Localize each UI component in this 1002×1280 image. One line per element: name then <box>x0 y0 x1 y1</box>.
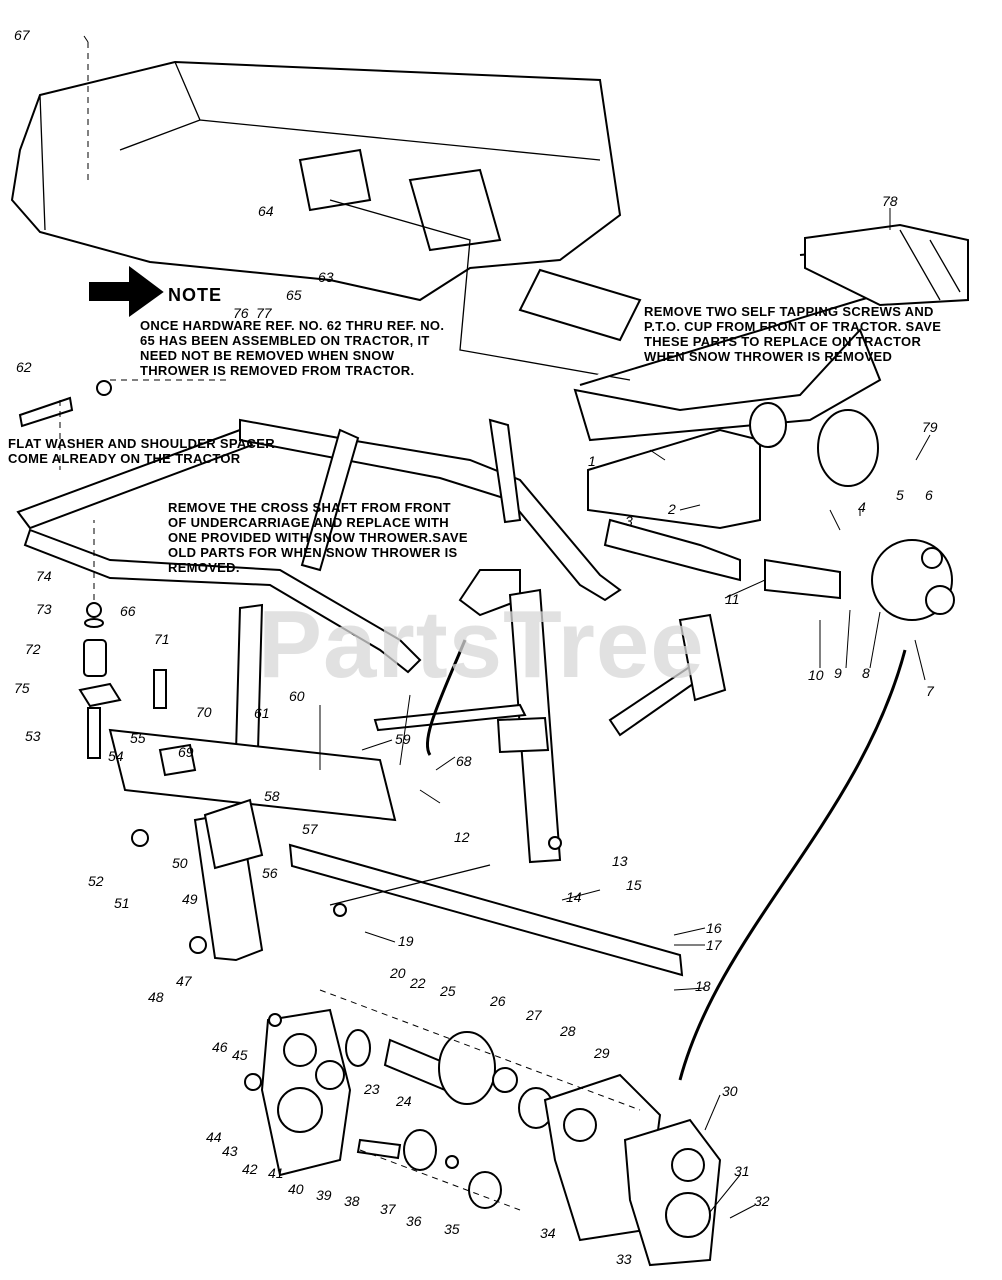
ref-number: 4 <box>858 499 866 515</box>
hardware-stack <box>18 380 167 759</box>
belt-arrow <box>678 649 907 1081</box>
ref-number: 38 <box>344 1193 360 1209</box>
ref-number: 79 <box>922 419 938 435</box>
ref-number: 41 <box>268 1165 284 1181</box>
ref-number: 66 <box>120 603 136 619</box>
ref-number: 64 <box>258 203 274 219</box>
ref-number: 7 <box>926 683 935 699</box>
assembly-arrow <box>425 639 467 756</box>
ref-number: 14 <box>566 889 582 905</box>
tractor-frame <box>10 60 966 442</box>
ref-number: 56 <box>262 865 278 881</box>
ref-number: 59 <box>395 731 411 747</box>
note-text: ONCE HARDWARE REF. NO. 62 THRU REF. NO. … <box>140 318 445 378</box>
ref-number: 39 <box>316 1187 332 1203</box>
watermark: PartsTree <box>258 591 705 698</box>
ref-number: 70 <box>196 704 212 720</box>
ref-number: 77 <box>256 305 273 321</box>
ref-number: 34 <box>540 1225 556 1241</box>
ref-number: 1 <box>588 453 596 469</box>
ref-number: 17 <box>706 937 723 953</box>
ref-number: 13 <box>612 853 628 869</box>
ref-number: 9 <box>834 665 842 681</box>
ref-number: 48 <box>148 989 164 1005</box>
ref-number: 62 <box>16 359 32 375</box>
pto-assembly <box>587 402 955 621</box>
leader-lines <box>83 35 931 1219</box>
ref-number: 30 <box>722 1083 738 1099</box>
ref-number: 46 <box>212 1039 228 1055</box>
ref-number: 26 <box>489 993 506 1009</box>
ref-number: 75 <box>14 680 30 696</box>
ref-number: 29 <box>593 1045 610 1061</box>
ref-number: 19 <box>398 933 414 949</box>
ref-number: 58 <box>264 788 280 804</box>
ref-number: 72 <box>25 641 41 657</box>
ref-number: 55 <box>130 730 146 746</box>
ref-number: 23 <box>363 1081 380 1097</box>
ref-number: 76 <box>233 305 249 321</box>
ref-number: 36 <box>406 1213 422 1229</box>
ref-number: 2 <box>667 501 676 517</box>
ref-number: 47 <box>176 973 193 989</box>
ref-number: 28 <box>559 1023 576 1039</box>
ref-number: 25 <box>439 983 456 999</box>
ref-number: 51 <box>114 895 130 911</box>
ref-number: 5 <box>896 487 904 503</box>
ref-number: 53 <box>25 728 41 744</box>
ref-number: 71 <box>154 631 170 647</box>
ref-number: 37 <box>380 1201 397 1217</box>
hitch-plate <box>804 223 969 307</box>
guide-lines <box>59 42 861 1211</box>
ref-number: 50 <box>172 855 188 871</box>
flat-washer-callout: FLAT WASHER AND SHOULDER SPACER COME ALR… <box>8 436 275 466</box>
ref-number: 12 <box>454 829 470 845</box>
ref-number: 42 <box>242 1161 258 1177</box>
ref-number: 24 <box>395 1093 412 1109</box>
ref-number: 27 <box>525 1007 543 1023</box>
ref-number: 69 <box>178 744 194 760</box>
ref-number: 52 <box>88 873 104 889</box>
ref-number: 54 <box>108 748 124 764</box>
ref-number: 65 <box>286 287 302 303</box>
ref-number: 45 <box>232 1047 248 1063</box>
ref-number: 67 <box>14 27 31 43</box>
ref-number: 6 <box>925 487 933 503</box>
undercarriage-linkage <box>16 418 727 737</box>
ref-number: 18 <box>695 978 711 994</box>
ref-number: 57 <box>302 821 319 837</box>
ref-number: 63 <box>318 269 334 285</box>
ref-number: 8 <box>862 665 870 681</box>
ref-number: 11 <box>725 591 740 607</box>
ref-number: 40 <box>288 1181 304 1197</box>
ref-number: 73 <box>36 601 52 617</box>
reference-numbers: 67 64 63 76 77 65 62 78 79 1 2 3 4 5 6 7… <box>14 27 938 1267</box>
ref-number: 68 <box>456 753 472 769</box>
ref-number: 20 <box>389 965 406 981</box>
ref-number: 61 <box>254 705 270 721</box>
ref-number: 78 <box>882 193 898 209</box>
ref-number: 22 <box>409 975 426 991</box>
pto-cup-callout: REMOVE TWO SELF TAPPING SCREWS AND P.T.O… <box>644 304 942 364</box>
ref-number: 16 <box>706 920 722 936</box>
ref-number: 32 <box>754 1193 770 1209</box>
ref-number: 31 <box>734 1163 750 1179</box>
ref-number: 35 <box>444 1221 460 1237</box>
ref-number: 43 <box>222 1143 238 1159</box>
cross-shaft-callout: REMOVE THE CROSS SHAFT FROM FRONT OF UND… <box>168 500 468 575</box>
ref-number: 3 <box>625 513 633 529</box>
ref-number: 44 <box>206 1129 222 1145</box>
main-frame <box>108 588 684 977</box>
ref-number: 60 <box>289 688 305 704</box>
note-title: NOTE <box>168 285 223 305</box>
auger-gearbox <box>244 1008 722 1267</box>
ref-number: 33 <box>616 1251 632 1267</box>
note-arrow <box>89 266 164 317</box>
ref-number: 49 <box>182 891 198 907</box>
ref-number: 10 <box>808 667 824 683</box>
ref-number: 15 <box>626 877 642 893</box>
ref-number: 74 <box>36 568 52 584</box>
